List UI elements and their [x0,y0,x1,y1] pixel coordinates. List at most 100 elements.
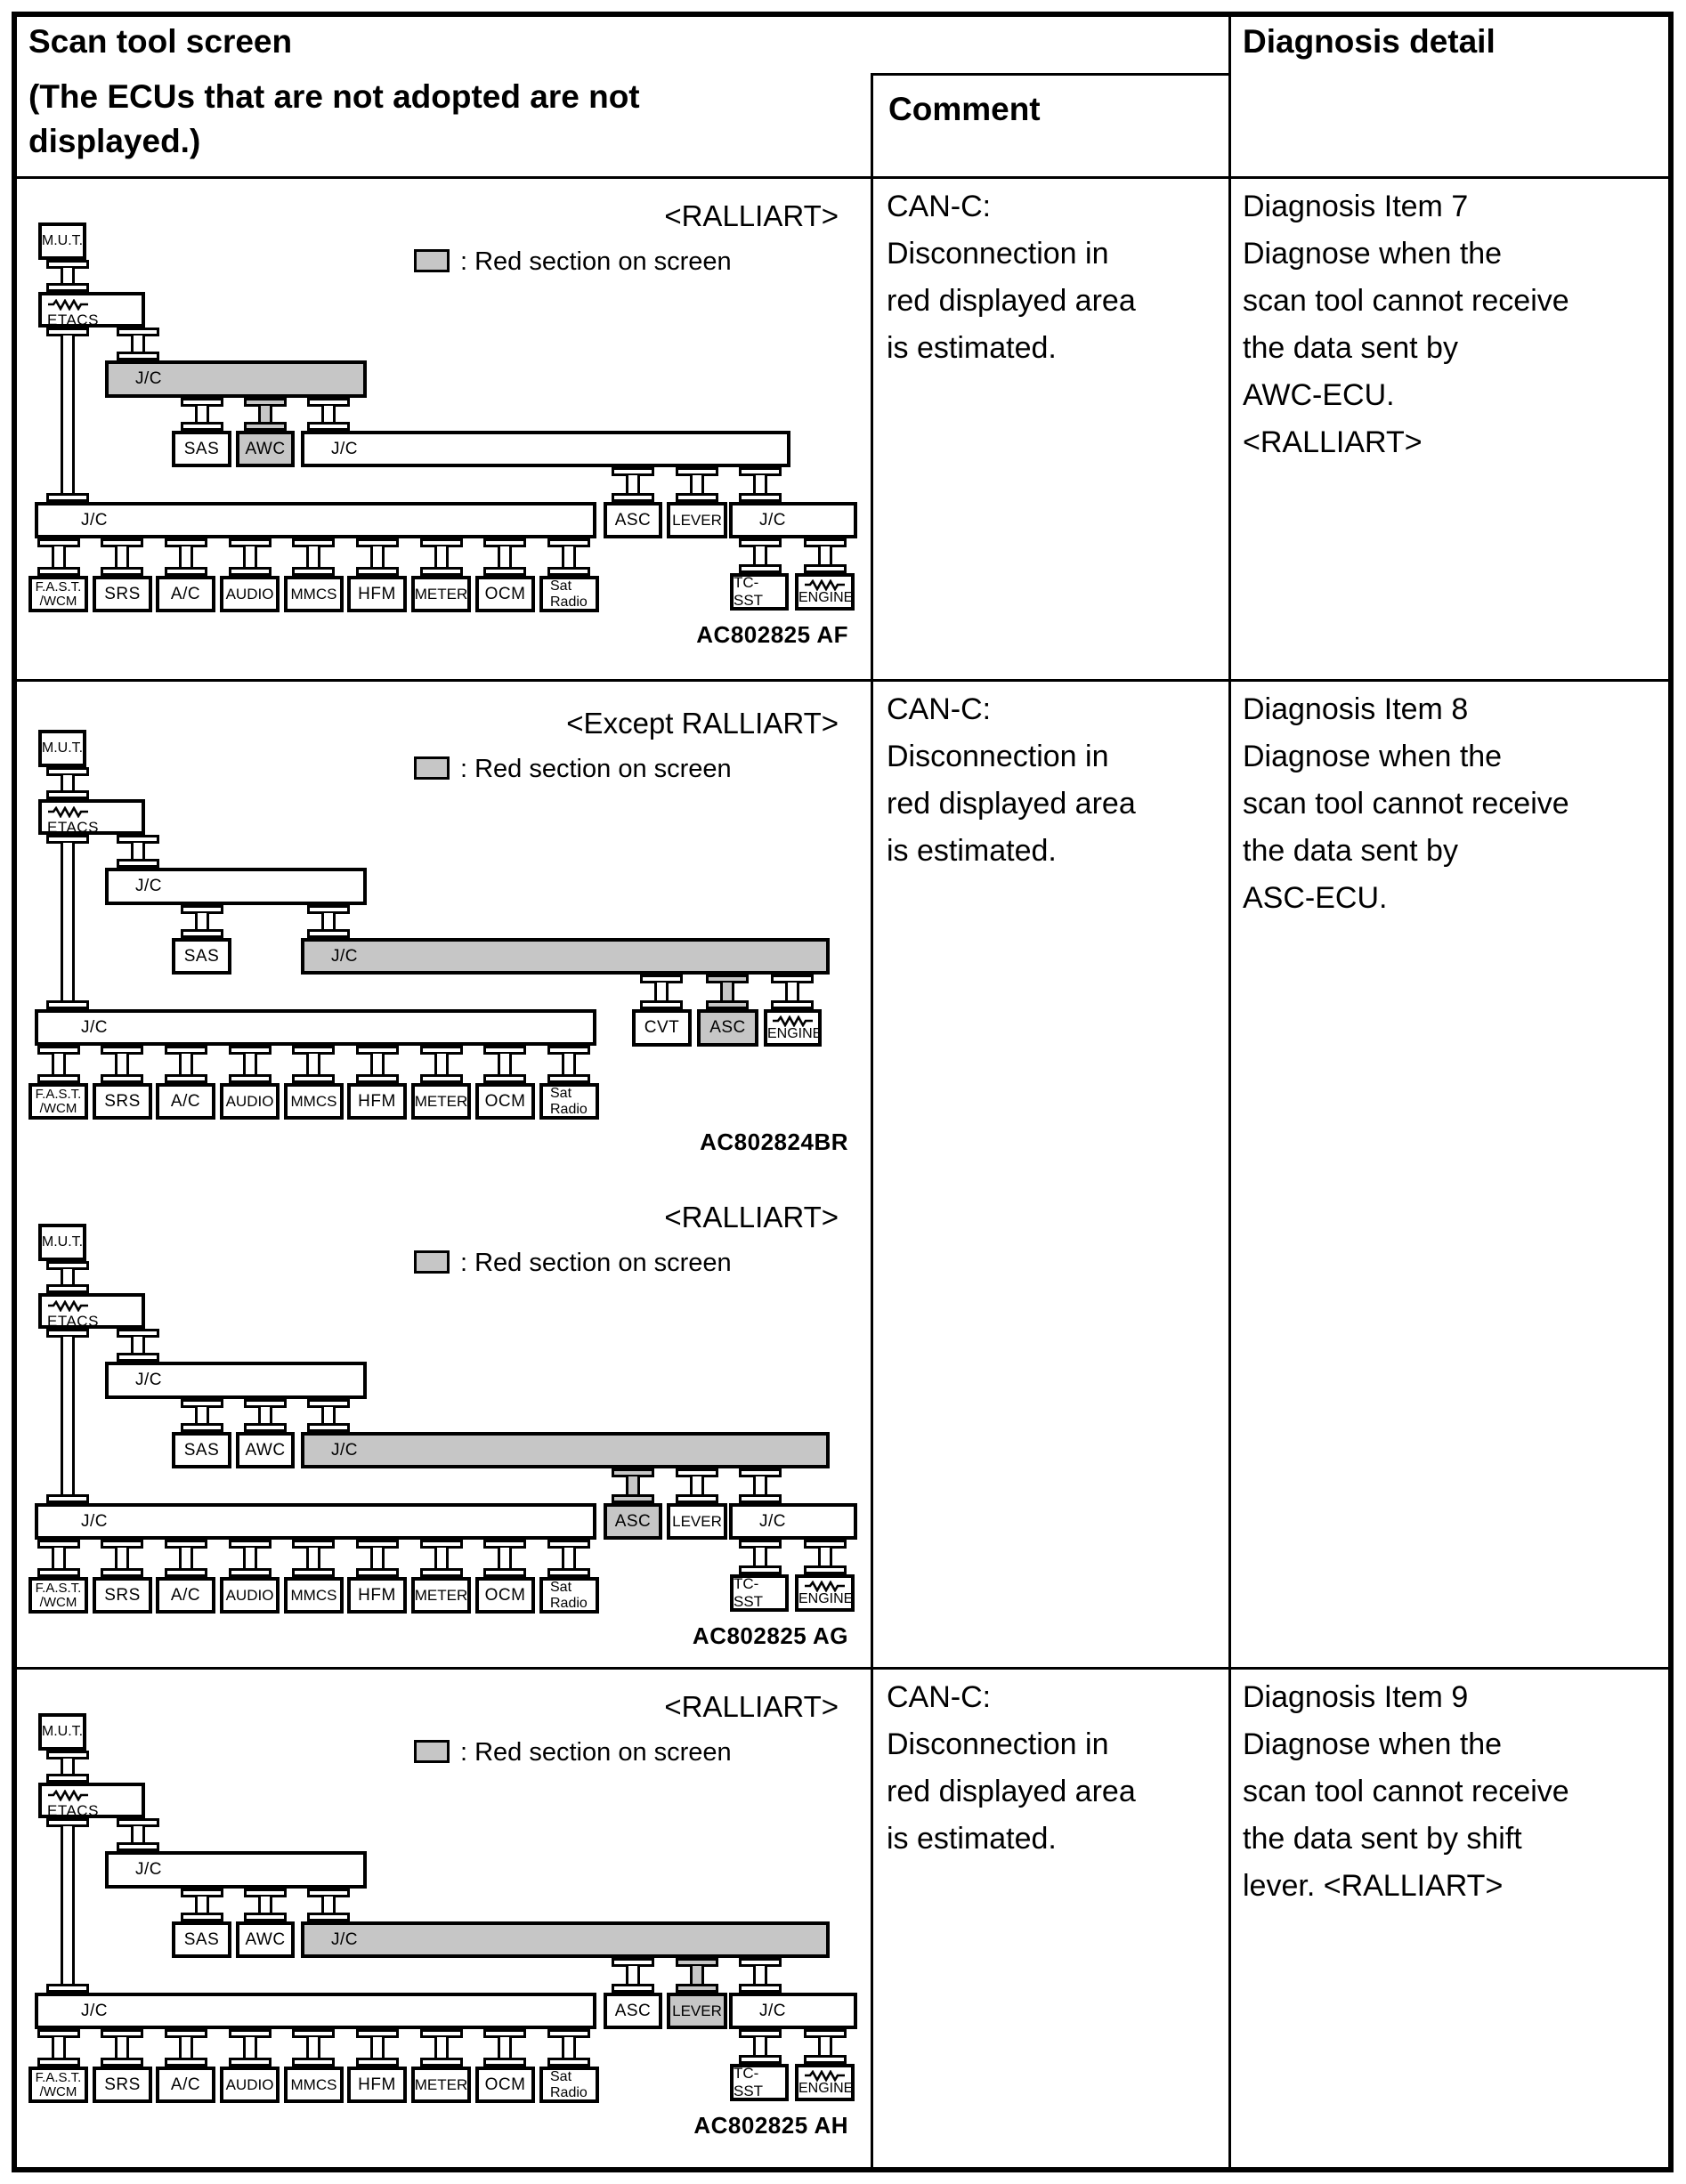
connector-flange [356,567,399,576]
connector-bus-lines [179,2037,193,2058]
diagnosis-row-1: Diagnosis Item 7 Diagnose when the scan … [1243,190,1569,459]
connector-flange [165,538,207,547]
connector-bus-lines [434,2037,449,2058]
node-j-c: J/C [301,1432,830,1468]
connector-flange [483,2058,526,2067]
connector-flange [117,328,159,336]
node-sat-radio: Sat Radio [539,1577,599,1614]
diagram-code-label: AC802825 AH [693,2112,848,2139]
connector-flange [292,2029,335,2038]
connector-flange [739,1565,782,1574]
connector-bus-lines [626,1966,640,1984]
node-j-c: J/C [301,431,790,467]
node-j-c: J/C [729,1993,857,2029]
connector-flange [547,1074,590,1083]
diagram-code-label: AC802825 AG [692,1622,848,1649]
connector-flange [229,1074,272,1083]
connector-flange [804,1565,847,1574]
connector-flange [117,1329,159,1338]
diagram-variant-label: <RALLIART> [664,1201,839,1234]
connector-flange [676,467,718,476]
node-audio: AUDIO [220,1083,280,1120]
diagram-code-label: AC802824BR [700,1128,848,1155]
connector-flange [165,2058,207,2067]
node-label: AUDIO [225,1092,274,1110]
connector-flange [292,1540,335,1549]
node-hfm: HFM [347,2067,407,2103]
connector-flange [292,1074,335,1083]
node-label: OCM [484,2075,526,2094]
connector-flange [244,422,287,431]
node-label: HFM [358,584,396,603]
connector-flange [181,1913,223,1921]
connector-bus-lines [498,546,512,567]
connector-flange [117,1353,159,1362]
resistor-icon [804,1581,845,1592]
connector-bus-lines [52,1054,66,1074]
connector-flange [771,1000,814,1009]
connector-bus-lines [753,2037,767,2055]
connector-flange [181,929,223,938]
connector-flange [46,790,89,799]
connector-bus-lines [753,546,767,564]
node-m-u-t: M.U.T. [38,222,86,260]
node-label: M.U.T. [41,1234,84,1250]
legend-red-section-swatch [414,756,450,780]
diagram-code-label: AC802825 AF [696,621,848,648]
connector-flange [739,1958,782,1967]
connector-flange [640,975,683,983]
connector-flange [640,1000,683,1009]
node-label: J/C [135,369,162,388]
node-label: AWC [245,1929,286,1949]
connector-bus-lines [52,546,66,567]
node-sas: SAS [172,431,231,467]
node-label: ASC [709,1018,746,1037]
node-f-a-s-t-wcm: F.A.S.T. /WCM [28,576,88,612]
node-label: J/C [331,946,358,966]
connector-flange [739,1468,782,1477]
node-hfm: HFM [347,576,407,612]
node-sas: SAS [172,1921,231,1958]
node-label: MMCS [290,585,337,603]
connector-flange [307,929,350,938]
connector-flange [483,2029,526,2038]
connector-flange [37,1046,80,1055]
connector-flange [356,1074,399,1083]
connector-bus-lines [690,1476,704,1494]
connector-flange [356,2029,399,2038]
node-label: CVT [644,1018,680,1037]
node-label: Sat Radio [550,578,588,610]
connector-flange [420,1568,463,1577]
node-label: ENGINE [798,590,854,605]
node-j-c: J/C [35,1009,596,1046]
connector-flange [46,1984,89,1993]
node-a-c: A/C [156,576,215,612]
comment-cell-top-border [871,73,1231,76]
node-etacs: ETACS [38,292,145,328]
node-label: ASC [614,1511,652,1531]
node-etacs: ETACS [38,799,145,836]
connector-flange [165,1074,207,1083]
node-awc: AWC [236,1921,295,1958]
connector-flange [46,328,89,336]
connector-bus-lines [258,1407,272,1423]
node-audio: AUDIO [220,2067,280,2103]
node-label: A/C [170,2075,201,2094]
connector-flange [37,1074,80,1083]
connector-flange [37,2029,80,2038]
connector-flange [307,422,350,431]
connector-bus-lines [195,406,209,422]
connector-bus-lines [61,775,75,790]
node-label: HFM [358,1585,396,1605]
connector-bus-lines [785,983,799,1000]
node-j-c: J/C [105,1362,367,1399]
node-awc: AWC [236,1432,295,1468]
node-sas: SAS [172,938,231,975]
node-label: METER [414,2075,468,2093]
connector-bus-lines [258,1897,272,1913]
node-a-c: A/C [156,1083,215,1120]
node-label: SRS [104,1585,141,1605]
node-label: TC-SST [734,2065,764,2099]
